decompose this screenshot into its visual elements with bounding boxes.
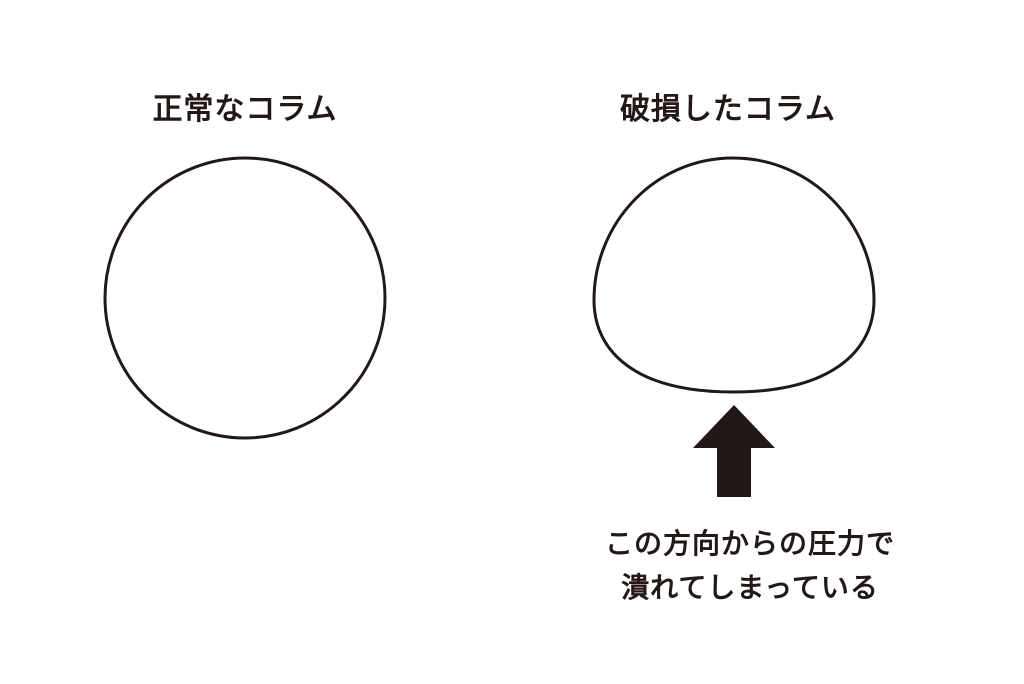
pressure-caption-line2: 潰れてしまっている (621, 571, 879, 604)
damaged-column-shape (592, 156, 876, 394)
normal-column-title: 正常なコラム (152, 92, 338, 127)
pressure-caption-line1: この方向からの圧力で (604, 527, 895, 560)
pressure-caption: この方向からの圧力で 潰れてしまっている (560, 522, 940, 610)
normal-column-shape (103, 156, 387, 440)
damaged-column-title: 破損したコラム (619, 92, 837, 127)
pressure-arrow-icon (693, 405, 775, 497)
